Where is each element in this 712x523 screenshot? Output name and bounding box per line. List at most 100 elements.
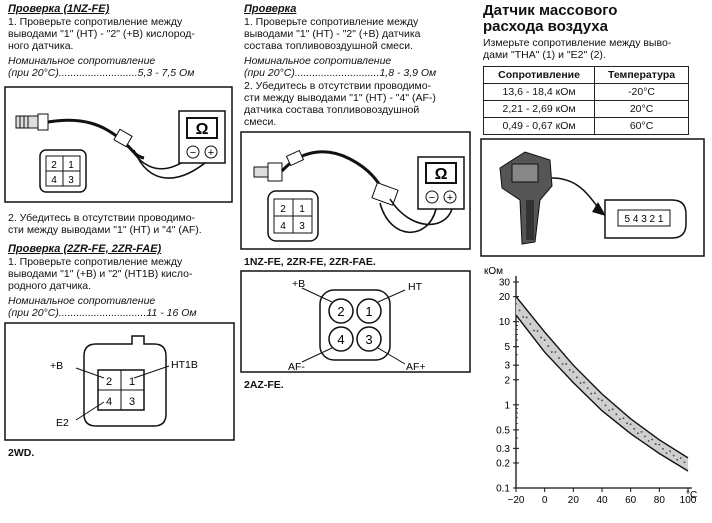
check2-line-2: выводами "1" (+B) и "2" (HT1B) кисло- (8, 268, 193, 280)
chart-x-tick-label: 80 (654, 495, 666, 506)
chart-band-dot (586, 387, 589, 390)
chart-band-dot (651, 438, 654, 441)
resistance-table: Сопротивление Температура 13,6 - 18,4 кО… (482, 66, 689, 135)
chart-band-dot (579, 382, 582, 384)
chart-band-dot (662, 447, 664, 450)
chart-x-tick-label: 40 (596, 495, 608, 506)
chart-band-dot (583, 381, 585, 384)
chart-y-tick-label: 0.5 (496, 425, 510, 436)
chart-y-tick-label: 5 (504, 342, 510, 353)
svg-text:1: 1 (299, 204, 305, 215)
label-2az-af-minus: AF- (288, 361, 305, 373)
label-plus-b: +B (50, 360, 63, 372)
chart-band-dot (679, 457, 682, 459)
chart-band-dot (518, 309, 521, 312)
chart-series-line-1 (515, 296, 689, 459)
label-e2: E2 (56, 417, 69, 429)
chart-band-dot (669, 450, 671, 453)
chart-band-dot (533, 329, 535, 332)
chart-band-dot (622, 417, 625, 420)
step2-line-2: сти между выводами "1" (HT) и "4" (AF). (8, 224, 202, 236)
col2-step2-line-3: датчика состава топливовоздушной (244, 104, 420, 116)
table-cell: 60°C (594, 117, 689, 135)
col2-nominal-row: (при 20°C).............................1… (244, 67, 436, 79)
ohmmeter-2-icon: Ω − + (417, 156, 465, 210)
chart-band-dot (536, 330, 539, 332)
check2-line-3: родного датчика. (8, 280, 92, 292)
col2-step2-line-4: смеси. (244, 116, 277, 128)
check1-line-2: выводами "1" (HT) - "2" (+B) кислород- (8, 28, 195, 40)
chart-band-dot (554, 351, 557, 353)
col2-nominal-label: Номинальное сопротивление (244, 55, 392, 67)
nominal2-prefix: (при 20°C) (8, 307, 59, 319)
maf-intro-line-2: дами "THA" (1) и "E2" (2). (483, 49, 606, 61)
svg-text:1: 1 (365, 304, 372, 319)
chart-band-dot (636, 432, 639, 435)
ohmmeter-icon: Ω − + (178, 110, 226, 164)
table-cell: 13,6 - 18,4 кОм (482, 83, 596, 101)
chart-band-dot (615, 413, 618, 416)
col2-step2-line-2: сти между выводами "1" (HT) - "4" (AF-) (244, 92, 436, 104)
nominal1-row: (при 20°C)...........................5,3… (8, 67, 194, 79)
svg-text:3: 3 (299, 221, 305, 232)
svg-text:1: 1 (68, 160, 74, 171)
svg-text:4: 4 (280, 221, 286, 232)
chart-band-dot (547, 345, 550, 347)
omega-symbol-2: Ω (435, 166, 448, 183)
label-ht1b: HT1B (171, 359, 198, 371)
svg-text:4: 4 (337, 332, 344, 347)
nominal1-dots: ........................... (58, 67, 138, 79)
chart-band-dot (672, 454, 675, 457)
chart-band-dot (597, 397, 600, 400)
col2-line-3: состава топливовоздушной смеси. (244, 40, 414, 52)
check2-title: Проверка (2ZR-FE, 2ZR-FAE) (8, 243, 162, 255)
maf-connector-icon: 5 4 3 2 1 (604, 199, 687, 239)
chart-band-dot (601, 399, 603, 402)
nominal2-dots: .............................. (58, 307, 147, 319)
table-row: 13,6 - 18,4 кОм -20°C (482, 83, 689, 101)
col2-line-1: 1. Проверьте сопротивление между (244, 16, 419, 28)
table-header: Температура (594, 66, 689, 84)
table-cell: 20°C (594, 100, 689, 118)
col2-nominal-value: 1,8 - 3,9 Ом (379, 67, 437, 79)
pointer-arrow-icon (551, 177, 601, 211)
check1-title: Проверка (1NZ-FE) (8, 3, 110, 15)
chart-y-tick-label: 0.3 (496, 444, 510, 455)
chart-band-dot (619, 418, 621, 421)
chart-y-tick-label: 1 (504, 400, 510, 411)
chart-band-dot (626, 422, 628, 425)
step2-line-1: 2. Убедитесь в отсутствии проводимо- (8, 212, 196, 224)
check1-line-3: ного датчика. (8, 40, 74, 52)
chart-band-dot (515, 302, 517, 305)
chart-band-dot (644, 435, 646, 438)
col2-nominal-prefix: (при 20°C) (244, 67, 295, 79)
diagram-frame (4, 86, 233, 203)
chart-y-tick-label: 20 (499, 292, 511, 303)
chart-band-dot (590, 392, 593, 395)
chart-band-dot (568, 369, 571, 371)
nominal1-value: 5,3 - 7,5 Ом (137, 67, 195, 79)
table-row: 2,21 - 2,69 кОм 20°C (482, 100, 689, 118)
chart-band-dot (658, 443, 661, 446)
sensor-meter-diagram-2: Ω − + 2 1 4 3 (240, 131, 471, 250)
meter-plus: + (208, 147, 214, 159)
connector-2az-icon: 2 1 4 3 (301, 287, 406, 365)
check2-line-1: 1. Проверьте сопротивление между (8, 256, 183, 268)
chart-y-tick-label: 0.2 (496, 458, 510, 469)
col2-check-title: Проверка (244, 3, 297, 15)
chart-y-tick-label: 0.1 (496, 484, 510, 495)
caption-2wd: 2WD. (8, 447, 35, 459)
chart-band-dot (676, 458, 679, 461)
label-2az-ht: HT (408, 281, 423, 293)
chart-band-dot (565, 363, 568, 365)
chart-band-dot (529, 323, 532, 325)
test-leads-2-icon (379, 198, 453, 234)
table-header-row: Сопротивление Температура (482, 66, 689, 84)
table-cell: 0,49 - 0,67 кОм (482, 117, 596, 135)
label-2az-af-plus: AF+ (406, 361, 426, 373)
connector-2az-diagram: 2 1 4 3 +B HT AF- AF+ (240, 270, 471, 373)
chart-band-dot (543, 339, 546, 342)
table-cell: 2,21 - 2,69 кОм (482, 100, 596, 118)
